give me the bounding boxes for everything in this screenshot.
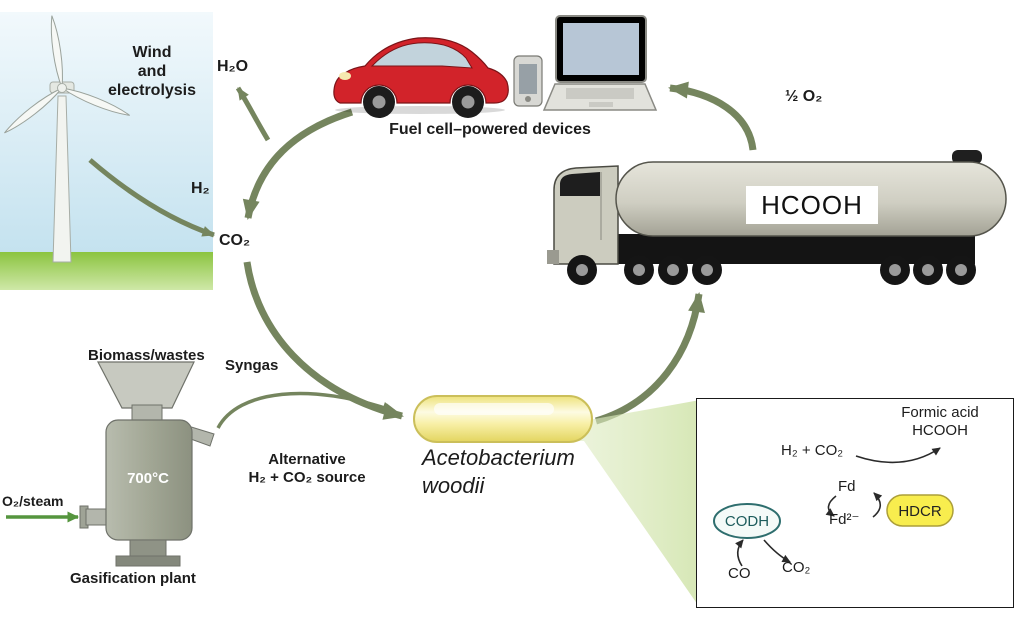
o2-steam-label: O₂/steam — [2, 493, 64, 509]
car-icon — [333, 37, 509, 118]
inset-scene — [713, 447, 954, 567]
arrow-fd-to-fd2 — [825, 495, 837, 517]
tank-hatch — [952, 150, 982, 164]
arrow-bacterium-to-truck — [595, 292, 705, 425]
wind-electrolysis-label: Wind and electrolysis — [107, 44, 197, 99]
bacterium-icon — [413, 395, 593, 443]
fuel-cell-devices-label: Fuel cell–powered devices — [389, 121, 591, 138]
car-headlight — [339, 72, 351, 80]
arrow-fd2-to-fd — [872, 492, 883, 518]
bacterium-name-label: Acetobacterium woodii — [422, 445, 575, 498]
car-windows — [370, 42, 473, 69]
alternative-source-label: Alternative H₂ + CO₂ source — [248, 451, 366, 486]
h2o-label: H₂O — [217, 58, 249, 75]
h2-co2-label: H₂ + CO₂ — [781, 442, 844, 459]
codh-enzyme — [713, 503, 781, 539]
truck-cab-window — [560, 172, 600, 196]
grass-ground — [0, 252, 213, 290]
inset-box: Formic acid HCOOH H₂ + CO₂ Fd Fd²⁻ CODH … — [696, 398, 1014, 608]
tanker-truck-icon — [547, 150, 1007, 285]
co-label: CO — [728, 565, 751, 582]
inset-arrows — [735, 447, 941, 567]
biomass-wastes-label: Biomass/wastes — [88, 347, 205, 364]
arrow-codh-to-co2 — [763, 539, 791, 563]
laptop-icon — [542, 15, 658, 111]
gasification-plant-icon — [79, 361, 215, 567]
co2-label-inset: CO₂ — [782, 559, 811, 576]
arrow-devices-to-co2 — [242, 108, 354, 220]
sky-background — [0, 12, 213, 254]
syngas-label: Syngas — [225, 357, 279, 374]
arrow-h2-input — [88, 158, 215, 238]
co2-label: CO₂ — [219, 232, 251, 249]
wind-turbine-scene — [0, 12, 213, 290]
truck-wheels — [567, 255, 976, 285]
arrow-co-to-codh — [735, 539, 744, 567]
arrow-co2-to-bacterium — [243, 261, 404, 420]
codh-label: CODH — [724, 513, 770, 530]
hdcr-label: HDCR — [898, 503, 942, 520]
steam-inlet-pipe — [85, 508, 109, 526]
arrow-truck-to-devices — [668, 81, 757, 151]
h2-label: H₂ — [191, 180, 210, 197]
fd-label: Fd — [838, 478, 856, 495]
wind-turbine-icon — [4, 15, 130, 263]
fd-reduced-label: Fd²⁻ — [829, 511, 860, 528]
gasification-plant-label: Gasification plant — [70, 570, 196, 587]
magnifier-beam — [472, 400, 700, 608]
phone-icon — [513, 55, 543, 107]
arrow-syngas — [216, 391, 395, 429]
tank-label-plate: HCOOH — [746, 186, 878, 224]
arrow-h2o-branch — [235, 86, 271, 142]
hdcr-enzyme — [886, 494, 954, 527]
hcooh-tank-label: HCOOH — [761, 190, 863, 220]
cycle-arrows — [88, 81, 757, 429]
formic-acid-label: Formic acid HCOOH — [901, 404, 979, 439]
gasifier-temperature-label: 700°C — [127, 470, 169, 487]
arrow-h2co2-to-formic — [855, 447, 941, 464]
biomass-hopper — [97, 361, 195, 409]
half-o2-label: ½ O₂ — [785, 88, 823, 105]
